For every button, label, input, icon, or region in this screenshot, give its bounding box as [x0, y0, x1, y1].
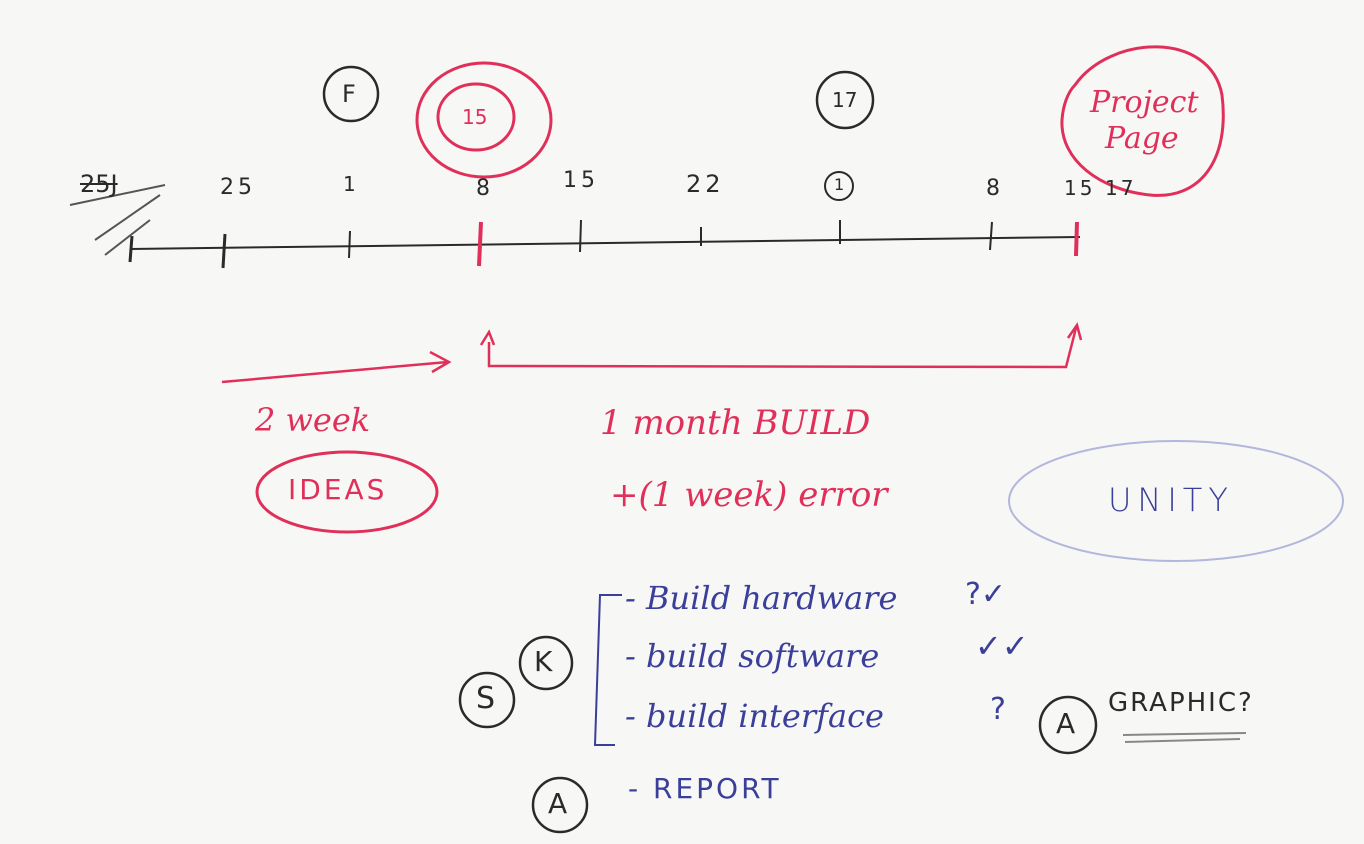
project-page-line-1: Project [1090, 85, 1199, 120]
circle-assignee-a-report [531, 776, 589, 834]
assignee-a-report: A [548, 787, 568, 820]
ideas-label: IDEAS [288, 473, 388, 506]
ideas-duration: 2 week [255, 401, 371, 439]
marker-f: F [342, 80, 356, 108]
date-label: 22 [686, 170, 725, 198]
task-item: - Build hardware [625, 579, 898, 617]
date-label: 1 [834, 175, 845, 194]
circle-17 [815, 70, 875, 130]
task-status: ?✓ [965, 577, 1007, 612]
circle-15-inner [436, 82, 516, 152]
task-status: ? [990, 692, 1006, 727]
ideas-arrow [221, 350, 452, 384]
timeline-tick [128, 235, 134, 263]
date-label: 8 [476, 176, 490, 201]
task-status: ✓✓ [975, 627, 1029, 665]
date-label: 15 [1064, 176, 1096, 200]
circle-date-1 [824, 171, 854, 201]
date-crossed: 25J [80, 170, 118, 198]
timeline-tick [221, 233, 227, 269]
error-margin: +(1 week) error [610, 475, 888, 515]
task-item: - build software [625, 637, 880, 675]
circle-assignee-k [518, 635, 574, 691]
unity-label: UNITY [1108, 481, 1234, 519]
graphic-label: GRAPHIC? [1108, 688, 1254, 718]
circle-f [322, 65, 380, 123]
marker-15: 15 [462, 105, 488, 129]
assignee-a-graphic: A [1056, 707, 1076, 740]
date-label: 17 [1105, 176, 1137, 200]
assignee-s: S [476, 681, 496, 716]
timeline-tick-red [1074, 221, 1079, 257]
timeline-tick-red [477, 221, 483, 267]
circle-assignee-s [458, 671, 516, 729]
project-page-line-2: Page [1105, 121, 1179, 156]
cross-out-scribble [69, 184, 166, 256]
ideas-circle [255, 450, 439, 534]
date-label: 1 [343, 172, 356, 196]
timeline-line [129, 236, 1081, 250]
project-page-outline [1060, 45, 1225, 197]
date-label: 8 [986, 176, 1000, 201]
timeline-tick [989, 221, 993, 251]
task-bracket [593, 594, 622, 746]
date-label: 25 [220, 175, 256, 200]
date-label: 15 [563, 168, 599, 193]
unity-circle [1008, 440, 1344, 562]
graphic-underline [1122, 732, 1247, 743]
assignee-k: K [534, 645, 553, 678]
circle-assignee-a-graphic [1038, 695, 1098, 755]
circle-15-outer [415, 61, 553, 179]
build-duration: 1 month BUILD [600, 403, 871, 443]
marker-17: 17 [832, 88, 858, 112]
task-item: - build interface [625, 697, 884, 735]
timeline-tick [348, 230, 351, 259]
timeline-tick [579, 219, 582, 253]
report-label: - REPORT [628, 772, 782, 805]
build-bracket [479, 322, 1083, 369]
